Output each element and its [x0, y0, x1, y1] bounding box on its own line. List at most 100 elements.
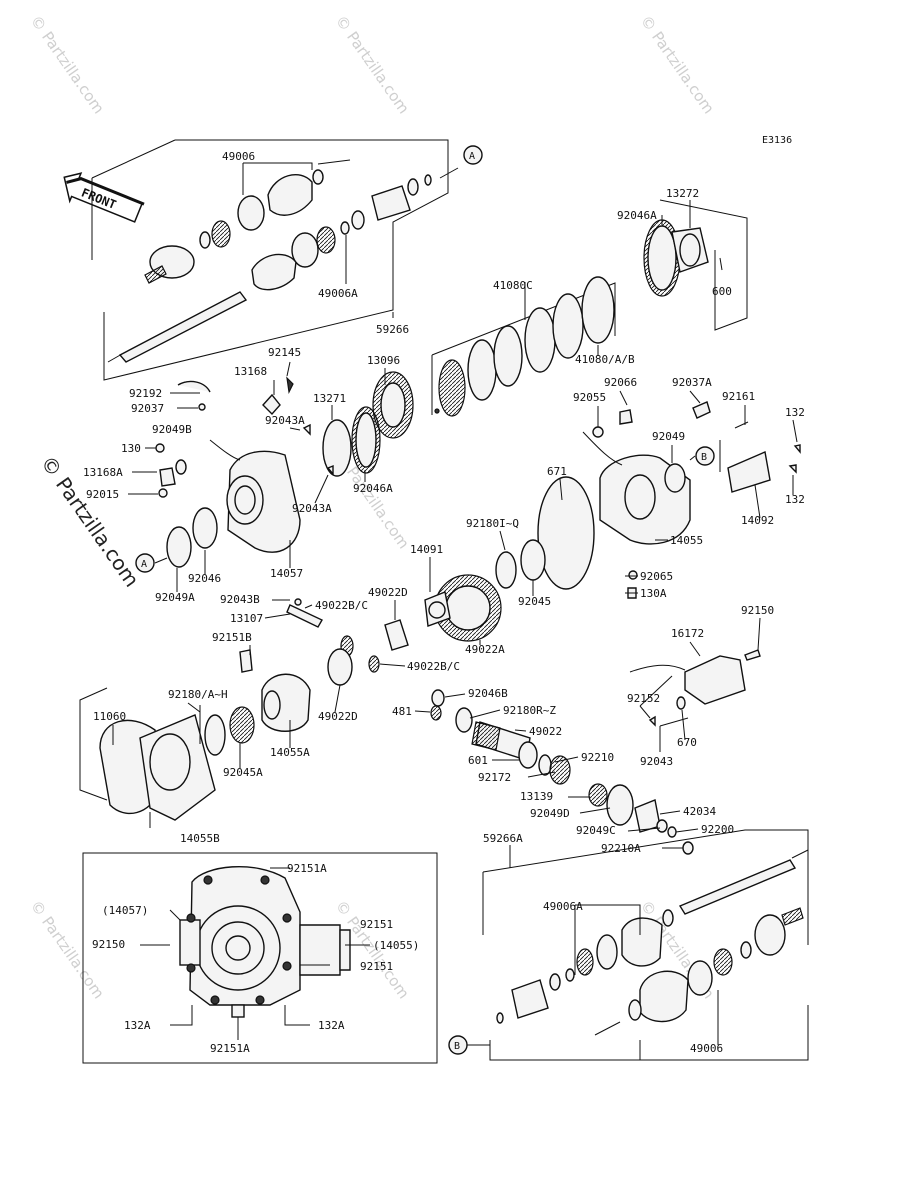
part-label: 49022B/C	[407, 660, 460, 673]
part-labels: 49006 49006A 59266 13272 92046A 600 4108…	[83, 150, 805, 1055]
part-label: 92192	[129, 387, 162, 400]
part-label: 41080/A/B	[575, 353, 635, 366]
part-label: 600	[712, 285, 732, 298]
part-label: 49022A	[465, 643, 505, 656]
differential-gears	[239, 539, 546, 686]
part-label: 92015	[86, 488, 119, 501]
part-label: 130A	[640, 587, 667, 600]
part-label: 16172	[671, 627, 704, 640]
front-axle-assembly: A	[91, 139, 483, 381]
part-label: 92210A	[601, 842, 641, 855]
part-label: 49022D	[368, 586, 408, 599]
part-label: 92049D	[530, 807, 570, 820]
part-label: 49022B/C	[315, 599, 368, 612]
part-label: 13272	[666, 187, 699, 200]
part-label: 92043A	[265, 414, 305, 427]
part-label: 92049A	[155, 591, 195, 604]
rear-axle-assembly: B	[448, 829, 809, 1061]
part-label: 132A	[124, 1019, 151, 1032]
part-label: 92150	[741, 604, 774, 617]
part-label: 670	[677, 736, 697, 749]
part-label: 92151A	[210, 1042, 250, 1055]
part-label: 92151	[360, 960, 393, 973]
pinion-gear	[430, 689, 694, 855]
part-label: 92150	[92, 938, 125, 951]
part-label: 49006	[690, 1042, 723, 1055]
part-label: 41080C	[493, 279, 533, 292]
part-label: 92046A	[617, 209, 657, 222]
part-label: 92049C	[576, 824, 616, 837]
part-label: 92172	[478, 771, 511, 784]
part-label: 92152	[627, 692, 660, 705]
watermark-text: © Partzilla.com	[637, 12, 718, 117]
part-label: 92180R~Z	[503, 704, 556, 717]
part-label: 92055	[573, 391, 606, 404]
part-label: 49006A	[318, 287, 358, 300]
front-final-gear-case: B	[537, 401, 801, 599]
part-label: 49022	[529, 725, 562, 738]
part-label: 49022D	[318, 710, 358, 723]
part-label: (14057)	[102, 904, 148, 917]
part-label: 92049	[652, 430, 685, 443]
sensor-assembly	[629, 649, 761, 752]
part-label: 92210	[581, 751, 614, 764]
part-label: 11060	[93, 710, 126, 723]
watermark-text: © Partzilla.com	[27, 12, 108, 117]
part-label: 92161	[722, 390, 755, 403]
callout-A: A	[141, 559, 147, 570]
part-label: 49006	[222, 150, 255, 163]
callout-A: A	[469, 151, 475, 162]
part-label: 92151B	[212, 631, 252, 644]
part-label: (14055)	[373, 939, 419, 952]
part-label: 92145	[268, 346, 301, 359]
callout-B: B	[701, 452, 707, 463]
part-label: 14055	[670, 534, 703, 547]
callout-B: B	[454, 1041, 460, 1052]
part-label: 59266A	[483, 832, 523, 845]
part-label: 92049B	[152, 423, 192, 436]
part-label: 92037	[131, 402, 164, 415]
part-label: 14055B	[180, 832, 220, 845]
front-arrow-icon: FRONT	[63, 172, 145, 223]
part-label: 92066	[604, 376, 637, 389]
part-label: 132	[785, 493, 805, 506]
part-label: 601	[468, 754, 488, 767]
part-label: 92151	[360, 918, 393, 931]
part-label: 92046A	[353, 482, 393, 495]
part-label: 92043A	[292, 502, 332, 515]
part-label: 671	[547, 465, 567, 478]
part-label: 92180I~Q	[466, 517, 519, 530]
part-label: 14055A	[270, 746, 310, 759]
rear-final-gear-case: A	[135, 371, 414, 573]
part-label: 92200	[701, 823, 734, 836]
part-label: 92151A	[287, 862, 327, 875]
part-label: 59266	[376, 323, 409, 336]
inset-view	[82, 852, 438, 1064]
part-label: 92043	[640, 755, 673, 768]
part-label: 481	[392, 705, 412, 718]
part-label: 49006A	[543, 900, 583, 913]
part-label: 42034	[683, 805, 716, 818]
part-label: 92180/A~H	[168, 688, 228, 701]
part-label: 92065	[640, 570, 673, 583]
watermark-text: © Partzilla.com	[332, 12, 413, 117]
part-label: 13168	[234, 365, 267, 378]
part-label: 132	[785, 406, 805, 419]
leader-lines	[112, 361, 798, 868]
part-label: 132A	[318, 1019, 345, 1032]
part-label: 14092	[741, 514, 774, 527]
gear-case-cover	[79, 673, 311, 821]
clutch-plates	[431, 276, 616, 417]
part-label: 13107	[230, 612, 263, 625]
part-label: 92046	[188, 572, 221, 585]
part-label: 13168A	[83, 466, 123, 479]
part-label: 130	[121, 442, 141, 455]
part-label: 14091	[410, 543, 443, 556]
part-label: 92037A	[672, 376, 712, 389]
part-label: 13139	[520, 790, 553, 803]
diagram-code: E3136	[762, 135, 792, 146]
cover-plate-assembly	[643, 199, 748, 331]
part-label: 92045	[518, 595, 551, 608]
part-label: 92046B	[468, 687, 508, 700]
